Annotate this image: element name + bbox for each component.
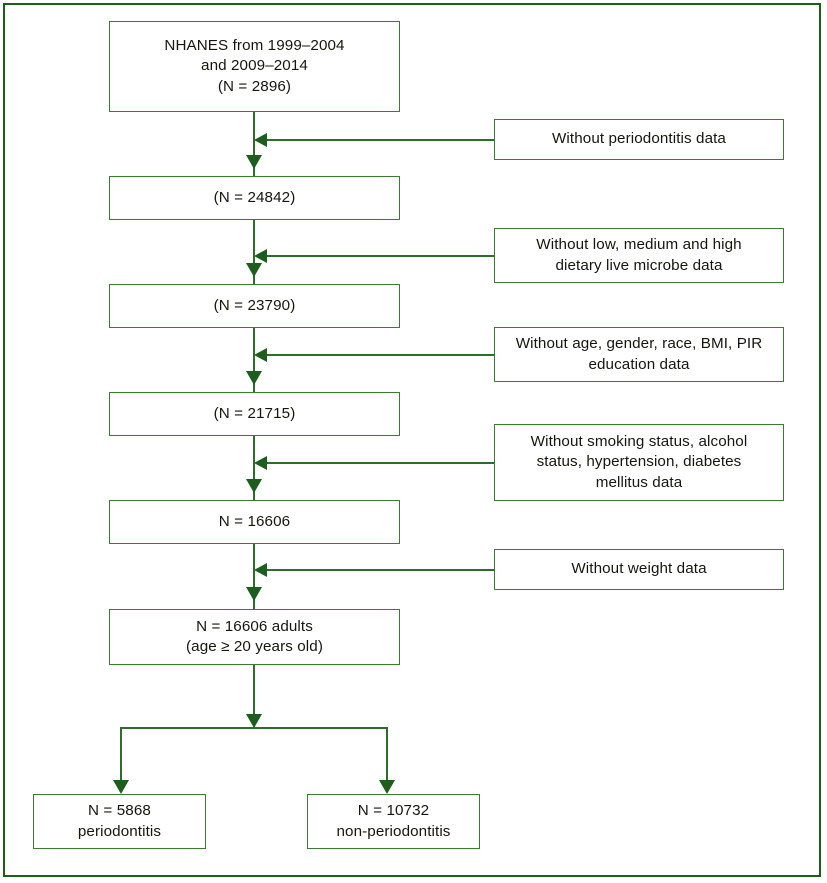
- connector-split-bar: [120, 727, 386, 730]
- arrowhead-down-step5: [246, 587, 262, 601]
- box-step1-count-label: (N = 24842): [213, 188, 296, 206]
- box-step5-adults-label: N = 16606 adults (age ≥ 20 years old): [186, 617, 323, 655]
- connector-step2-to-step3: [253, 328, 256, 398]
- box-outcome-periodontitis-label: N = 5868 periodontitis: [77, 802, 162, 840]
- connector-source-to-step1: [253, 112, 256, 182]
- arrowhead-down-step4: [246, 479, 262, 493]
- arrowhead-left-excl2: [254, 249, 267, 263]
- box-step5-adults: N = 16606 adults (age ≥ 20 years old): [109, 609, 400, 665]
- connector-excl2: [262, 255, 494, 258]
- box-step2-count: (N = 23790): [109, 284, 400, 328]
- arrowhead-left-excl4: [254, 456, 267, 470]
- connector-step5-to-split: [253, 665, 256, 727]
- box-exclusion-comorbidity-data-label: Without smoking status, alcohol status, …: [530, 433, 748, 491]
- arrowhead-down-periodontitis: [113, 780, 129, 794]
- box-source-population: NHANES from 1999–2004 and 2009–2014 (N =…: [109, 21, 400, 112]
- connector-excl3: [262, 354, 494, 357]
- connector-excl1: [262, 139, 494, 142]
- connector-split-left: [120, 727, 123, 787]
- box-step3-count: (N = 21715): [109, 392, 400, 436]
- box-outcome-non-periodontitis: N = 10732 non-periodontitis: [307, 794, 480, 849]
- arrowhead-left-excl5: [254, 563, 267, 577]
- connector-split-right: [386, 727, 389, 787]
- arrowhead-down-non-periodontitis: [379, 780, 395, 794]
- box-exclusion-periodontitis-data: Without periodontitis data: [494, 119, 784, 160]
- box-exclusion-weight-data-label: Without weight data: [571, 560, 707, 578]
- arrowhead-down-step1: [246, 155, 262, 169]
- box-exclusion-demographic-data-label: Without age, gender, race, BMI, PIR educ…: [515, 335, 763, 373]
- box-exclusion-periodontitis-data-label: Without periodontitis data: [552, 130, 726, 148]
- box-outcome-non-periodontitis-label: N = 10732 non-periodontitis: [336, 802, 451, 840]
- arrowhead-left-excl3: [254, 348, 267, 362]
- box-step1-count: (N = 24842): [109, 176, 400, 220]
- box-outcome-periodontitis: N = 5868 periodontitis: [33, 794, 206, 849]
- connector-step4-to-step5: [253, 544, 256, 614]
- box-exclusion-microbe-data: Without low, medium and high dietary liv…: [494, 228, 784, 283]
- arrowhead-down-step2: [246, 263, 262, 277]
- box-exclusion-microbe-data-label: Without low, medium and high dietary liv…: [536, 236, 742, 274]
- arrowhead-down-split: [246, 714, 262, 728]
- box-step4-count: N = 16606: [109, 500, 400, 544]
- arrowhead-left-excl1: [254, 133, 267, 147]
- connector-step3-to-step4: [253, 436, 256, 506]
- box-step3-count-label: (N = 21715): [213, 404, 296, 422]
- connector-excl4: [262, 462, 494, 465]
- arrowhead-down-step3: [246, 371, 262, 385]
- box-step4-count-label: N = 16606: [218, 512, 291, 530]
- box-step2-count-label: (N = 23790): [213, 296, 296, 314]
- box-exclusion-demographic-data: Without age, gender, race, BMI, PIR educ…: [494, 327, 784, 382]
- box-exclusion-weight-data: Without weight data: [494, 549, 784, 590]
- connector-excl5: [262, 569, 494, 572]
- box-exclusion-comorbidity-data: Without smoking status, alcohol status, …: [494, 424, 784, 501]
- box-source-population-label: NHANES from 1999–2004 and 2009–2014 (N =…: [164, 37, 345, 95]
